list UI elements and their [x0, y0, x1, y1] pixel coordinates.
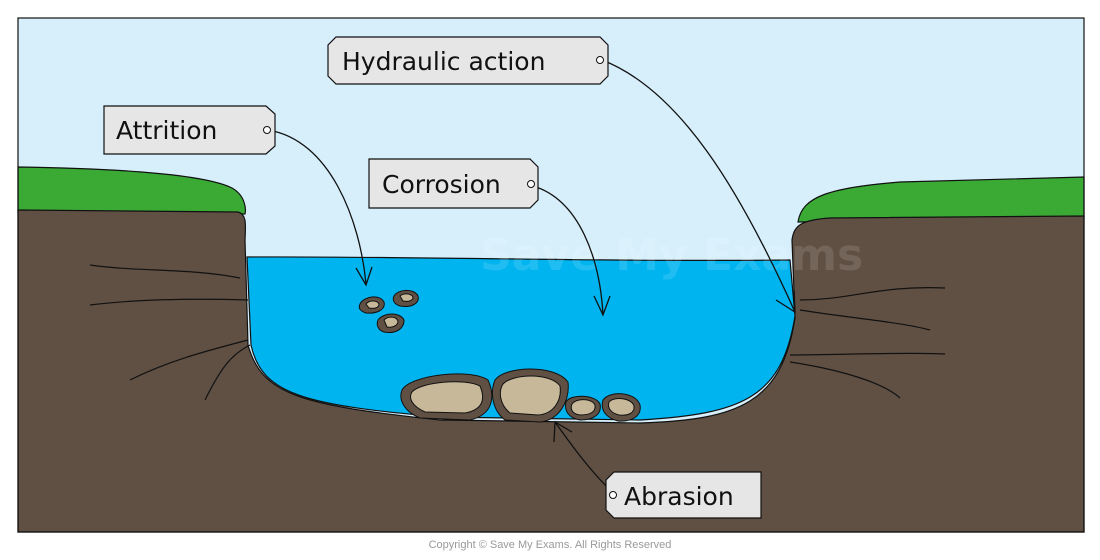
- arrows: [267, 59, 796, 491]
- bank-cracks: [89, 264, 946, 401]
- ground: [17, 209, 1085, 533]
- label-text: Abrasion: [624, 482, 734, 511]
- right-grass: [797, 176, 1085, 223]
- label-abrasion: Abrasion: [605, 471, 762, 519]
- label-text: Corrosion: [382, 170, 501, 199]
- copyright-text: Copyright © Save My Exams. All Rights Re…: [428, 539, 672, 551]
- label-text: Attrition: [116, 116, 217, 145]
- label-text: Hydraulic action: [342, 47, 545, 76]
- label-attrition: Attrition: [103, 105, 276, 155]
- label-corrosion: Corrosion: [368, 158, 539, 209]
- label-hydraulic-action: Hydraulic action: [327, 36, 609, 85]
- frame: [17, 17, 1085, 533]
- river-water: [246, 256, 796, 421]
- watermark: Save My Exams: [480, 230, 863, 281]
- rocks: [358, 289, 641, 423]
- left-grass: [17, 166, 246, 215]
